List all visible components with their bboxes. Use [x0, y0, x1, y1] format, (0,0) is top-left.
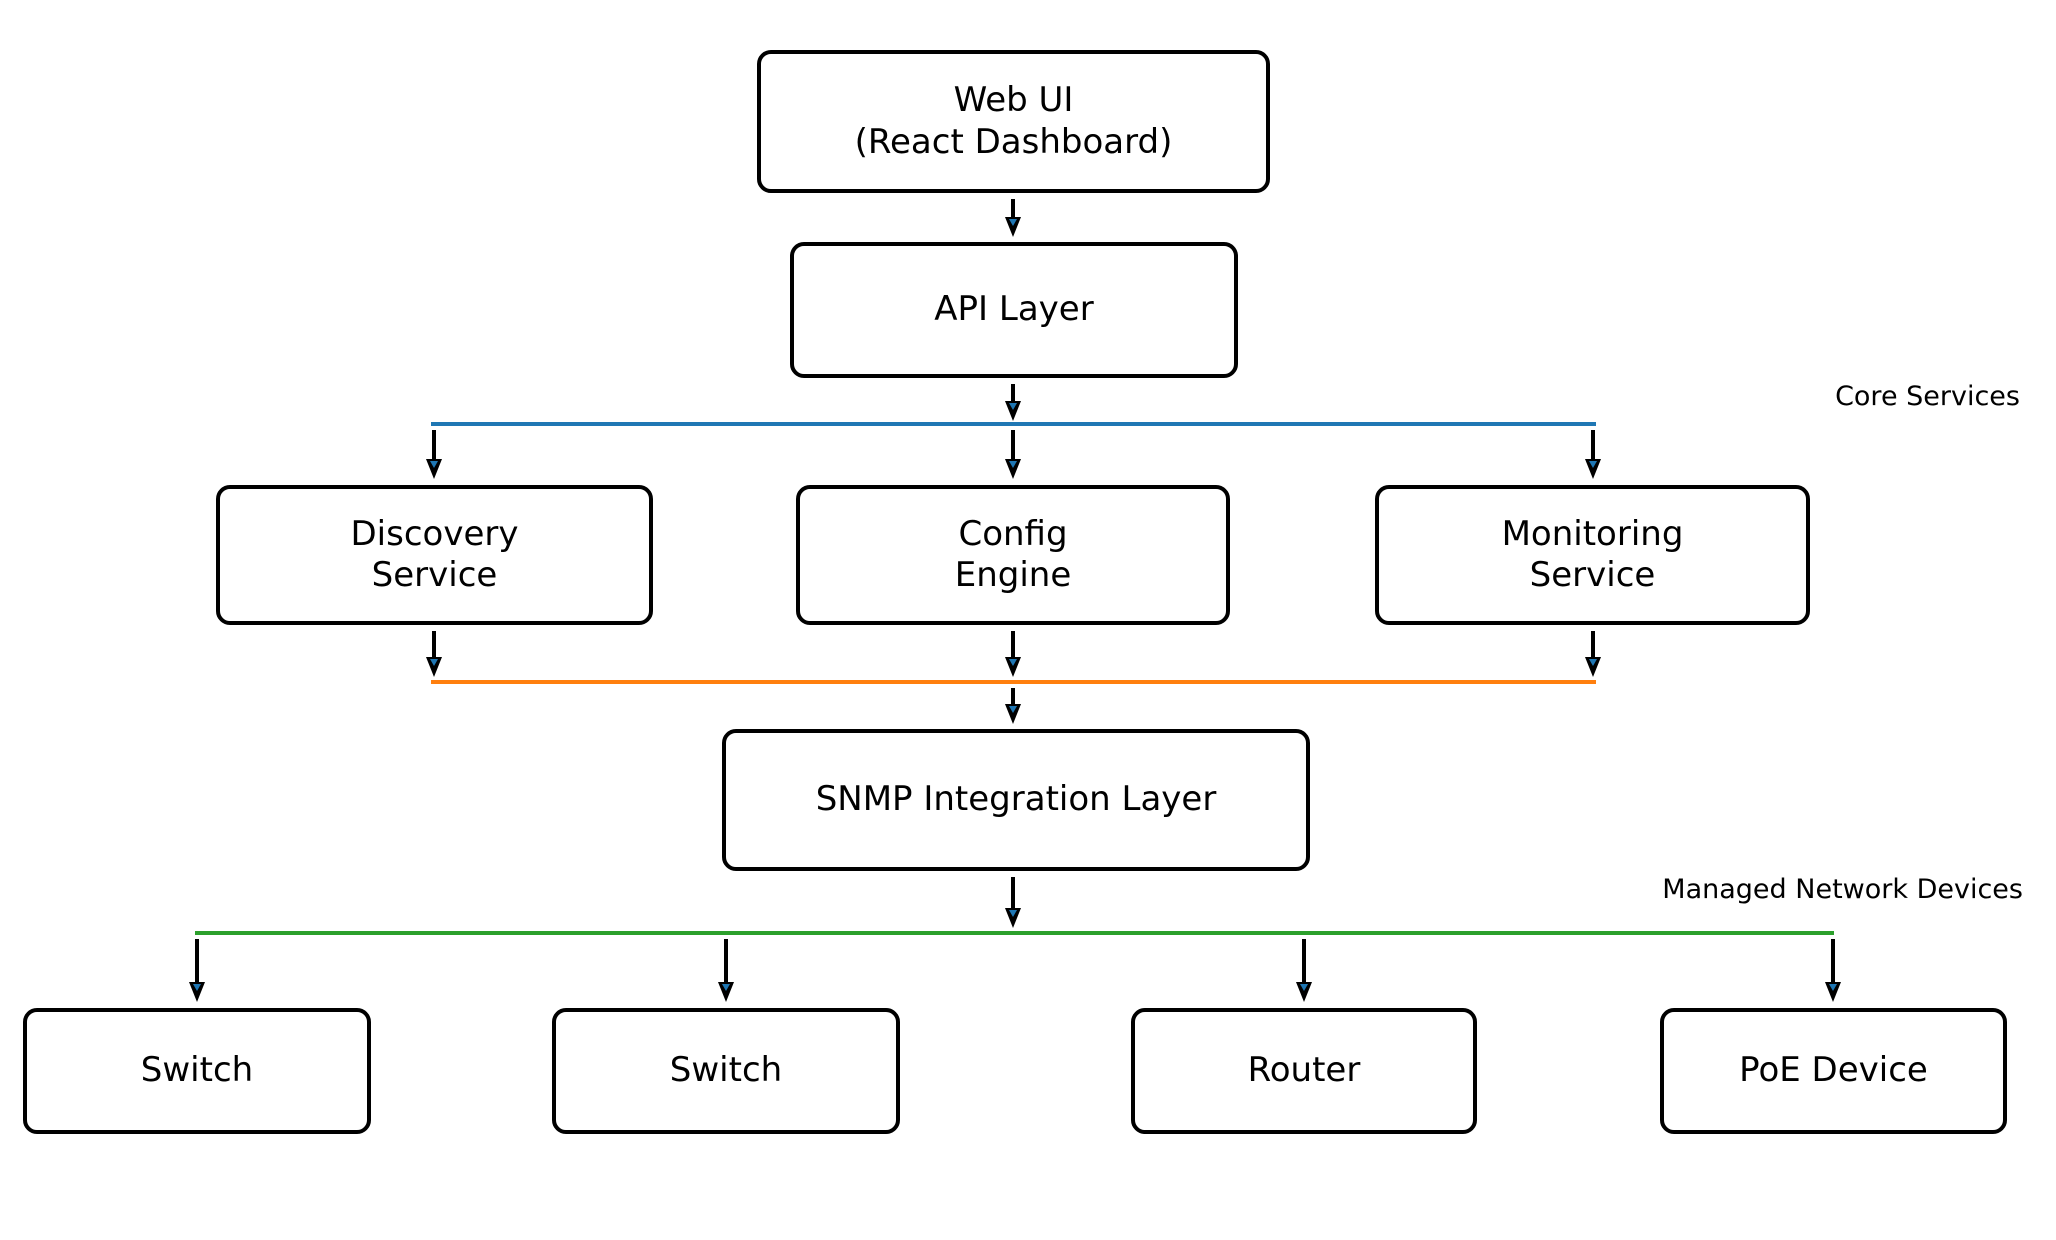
arrowhead-accent	[1589, 461, 1597, 468]
node-web-ui-label: Web UI (React Dashboard)	[854, 80, 1173, 162]
snmp-integration-bus-line	[431, 680, 1596, 684]
core-services-group-label: Core Services	[1835, 381, 2020, 412]
arrowhead-accent	[1829, 984, 1837, 991]
node-api-layer-label: API Layer	[934, 289, 1094, 330]
node-switch-2-label: Switch	[669, 1050, 783, 1091]
node-monitoring-service: Monitoring Service	[1375, 485, 1810, 625]
node-router: Router	[1131, 1008, 1477, 1134]
arrowhead-accent	[722, 984, 730, 991]
node-discovery-service: Discovery Service	[216, 485, 653, 625]
node-switch-1-label: Switch	[140, 1050, 254, 1091]
managed-devices-bus-line	[195, 931, 1834, 935]
node-switch-2: Switch	[552, 1008, 900, 1134]
arrowhead-accent	[430, 659, 438, 666]
node-monitoring-service-label: Monitoring Service	[1501, 513, 1684, 595]
node-web-ui: Web UI (React Dashboard)	[757, 50, 1270, 193]
arrowhead-accent	[1009, 403, 1017, 410]
node-discovery-service-label: Discovery Service	[350, 513, 519, 595]
node-api-layer: API Layer	[790, 242, 1238, 378]
arrowhead-accent	[193, 984, 201, 991]
node-switch-1: Switch	[23, 1008, 371, 1134]
core-services-bus-line	[431, 422, 1596, 426]
node-snmp-integration-layer-label: SNMP Integration Layer	[815, 779, 1217, 820]
arrowhead-accent	[430, 461, 438, 468]
node-snmp-integration-layer: SNMP Integration Layer	[722, 729, 1310, 871]
arrowhead-accent	[1009, 219, 1017, 226]
arrowhead-accent	[1009, 659, 1017, 666]
arrowhead-accent	[1300, 984, 1308, 991]
managed-devices-group-label: Managed Network Devices	[1662, 874, 2023, 905]
node-config-engine-label: Config Engine	[954, 513, 1072, 595]
node-poe-device: PoE Device	[1660, 1008, 2007, 1134]
arrowhead-accent	[1589, 659, 1597, 666]
node-config-engine: Config Engine	[796, 485, 1230, 625]
node-router-label: Router	[1247, 1050, 1361, 1091]
arrowhead-accent	[1009, 461, 1017, 468]
arrowhead-accent	[1009, 910, 1017, 917]
arrowhead-accent	[1009, 706, 1017, 713]
node-poe-device-label: PoE Device	[1739, 1050, 1928, 1091]
